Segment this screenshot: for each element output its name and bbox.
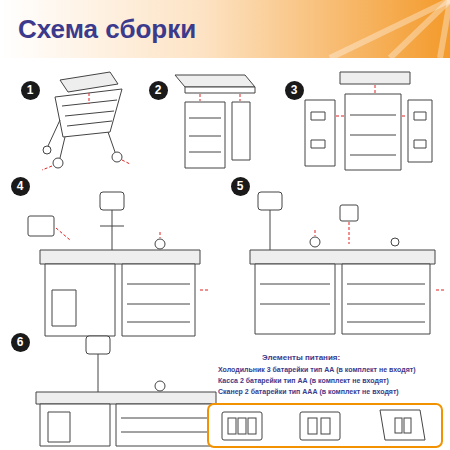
step-number: 5 bbox=[231, 177, 250, 196]
step-2-counter bbox=[175, 75, 255, 168]
assembly-arrow bbox=[315, 222, 444, 290]
step-6-shop bbox=[36, 336, 216, 446]
step-3-counter bbox=[305, 72, 432, 170]
callout-number: 6 bbox=[17, 336, 24, 348]
power-note: Касса 2 батарейки тип АА (в комплект не … bbox=[218, 377, 389, 384]
step-number: 3 bbox=[285, 81, 304, 100]
assembly-arrow bbox=[42, 93, 130, 170]
step-number: 6 bbox=[11, 333, 30, 352]
callout-number: 1 bbox=[27, 84, 34, 96]
step-number: 2 bbox=[149, 81, 168, 100]
battery-illustration bbox=[222, 410, 425, 440]
power-note: Холодильник 3 батарейки тип АА (в компле… bbox=[218, 366, 416, 373]
assembly-arrow bbox=[336, 85, 407, 116]
step-number: 4 bbox=[11, 177, 30, 196]
power-note: Сканер 2 батарейки тип ААА (в комплект н… bbox=[218, 388, 399, 395]
step-5-shop bbox=[250, 192, 435, 334]
assembly-arrow bbox=[56, 228, 210, 290]
power-note: Элементы питания: bbox=[262, 354, 340, 362]
battery-panel bbox=[208, 404, 442, 447]
step-1-cart bbox=[43, 72, 122, 168]
header-band bbox=[0, 0, 450, 58]
callout-number: 2 bbox=[155, 84, 162, 96]
header-rays bbox=[330, 0, 450, 58]
assembly-arrow bbox=[200, 94, 240, 101]
callout-number: 4 bbox=[17, 180, 24, 192]
callout-number: 3 bbox=[291, 84, 298, 96]
step-number: 1 bbox=[21, 81, 40, 100]
page-title: Схема сборки bbox=[18, 14, 196, 45]
step-4-shop bbox=[28, 192, 200, 336]
callout-number: 5 bbox=[237, 180, 244, 192]
